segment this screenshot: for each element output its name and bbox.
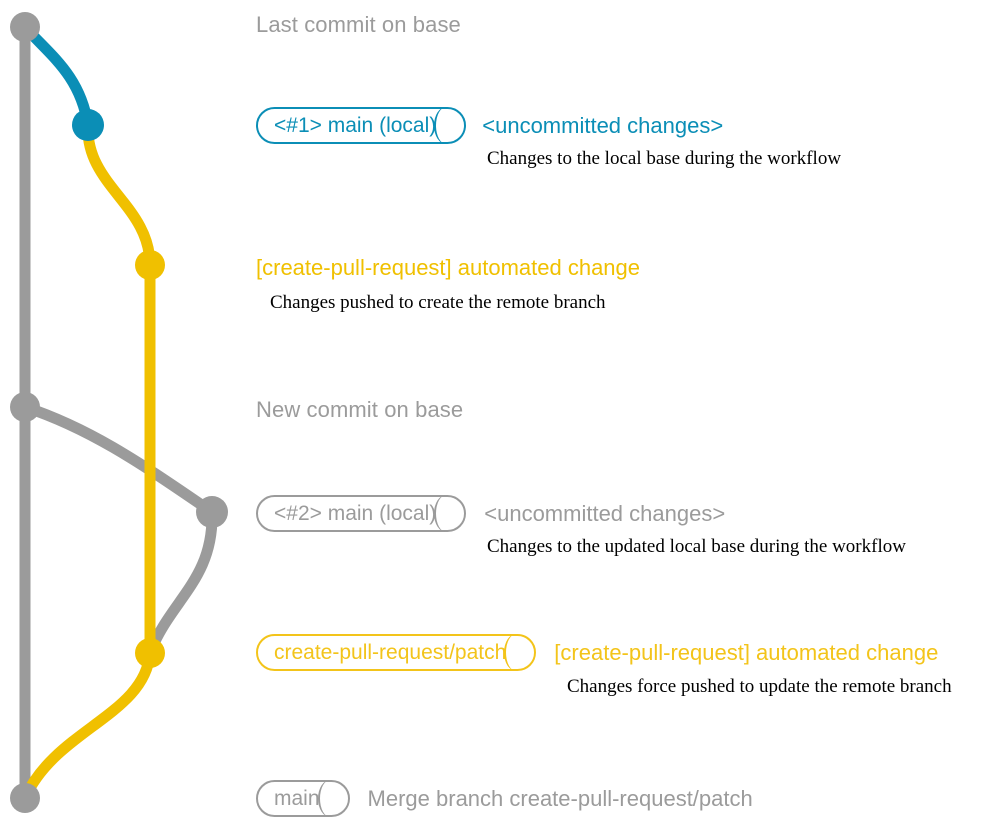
edge-base-to-local2 xyxy=(19,401,218,518)
row-merge-commit: main Merge branch create-pull-request/pa… xyxy=(256,780,753,817)
ref-badge-local-main-2[interactable]: <#2> main (local) xyxy=(256,495,467,532)
commit-subject: [create-pull-request] automated change xyxy=(554,639,939,665)
commit-node-local-1[interactable] xyxy=(72,109,104,141)
commit-node-base-new[interactable] xyxy=(10,392,40,422)
ref-badge-label: <#1> main (local) xyxy=(274,114,437,137)
ref-badge-label: create-pull-request/patch xyxy=(274,641,507,664)
commit-subject: Last commit on base xyxy=(256,12,461,37)
ref-badge-label: main xyxy=(274,787,320,810)
row-last-commit-on-base: Last commit on base xyxy=(256,14,461,36)
commit-subject: <uncommitted changes> xyxy=(484,500,726,526)
ref-badge-local-main-1[interactable]: <#1> main (local) xyxy=(256,107,467,144)
edge-local1-to-patch1 xyxy=(82,119,156,271)
commit-node-local-2[interactable] xyxy=(196,496,228,528)
commit-subject: <uncommitted changes> xyxy=(482,112,724,138)
row-note-local-main-1: Changes to the local base during the wor… xyxy=(487,148,842,169)
row-local-main-1: <#1> main (local) <uncommitted changes> xyxy=(256,107,723,144)
row-automated-change-2: create-pull-request/patch [create-pull-r… xyxy=(256,634,938,671)
commit-subject: [create-pull-request] automated change xyxy=(256,255,641,280)
edge-local2-to-patch2 xyxy=(144,506,218,659)
ref-badge-main[interactable]: main xyxy=(256,780,350,817)
row-note-local-main-2: Changes to the updated local base during… xyxy=(487,536,906,557)
row-new-commit-on-base: New commit on base xyxy=(256,399,463,421)
commit-node-merge[interactable] xyxy=(10,783,40,813)
commit-subject: Merge branch create-pull-request/patch xyxy=(367,785,753,811)
row-automated-change-1: [create-pull-request] automated change xyxy=(256,257,640,279)
commit-node-patch-2[interactable] xyxy=(135,638,165,668)
commit-node-patch-1[interactable] xyxy=(135,250,165,280)
ref-badge-label: <#2> main (local) xyxy=(274,502,437,525)
ref-badge-create-pull-request-patch[interactable]: create-pull-request/patch xyxy=(256,634,537,671)
edge-patch2-to-merge xyxy=(19,647,156,804)
commit-node-base-head[interactable] xyxy=(10,12,40,42)
row-local-main-2: <#2> main (local) <uncommitted changes> xyxy=(256,495,725,532)
edge-base-to-local1 xyxy=(19,21,94,131)
commit-subject: New commit on base xyxy=(256,397,464,422)
row-note-automated-change-1: Changes pushed to create the remote bran… xyxy=(270,292,606,313)
row-note-automated-change-2: Changes force pushed to update the remot… xyxy=(567,676,952,697)
